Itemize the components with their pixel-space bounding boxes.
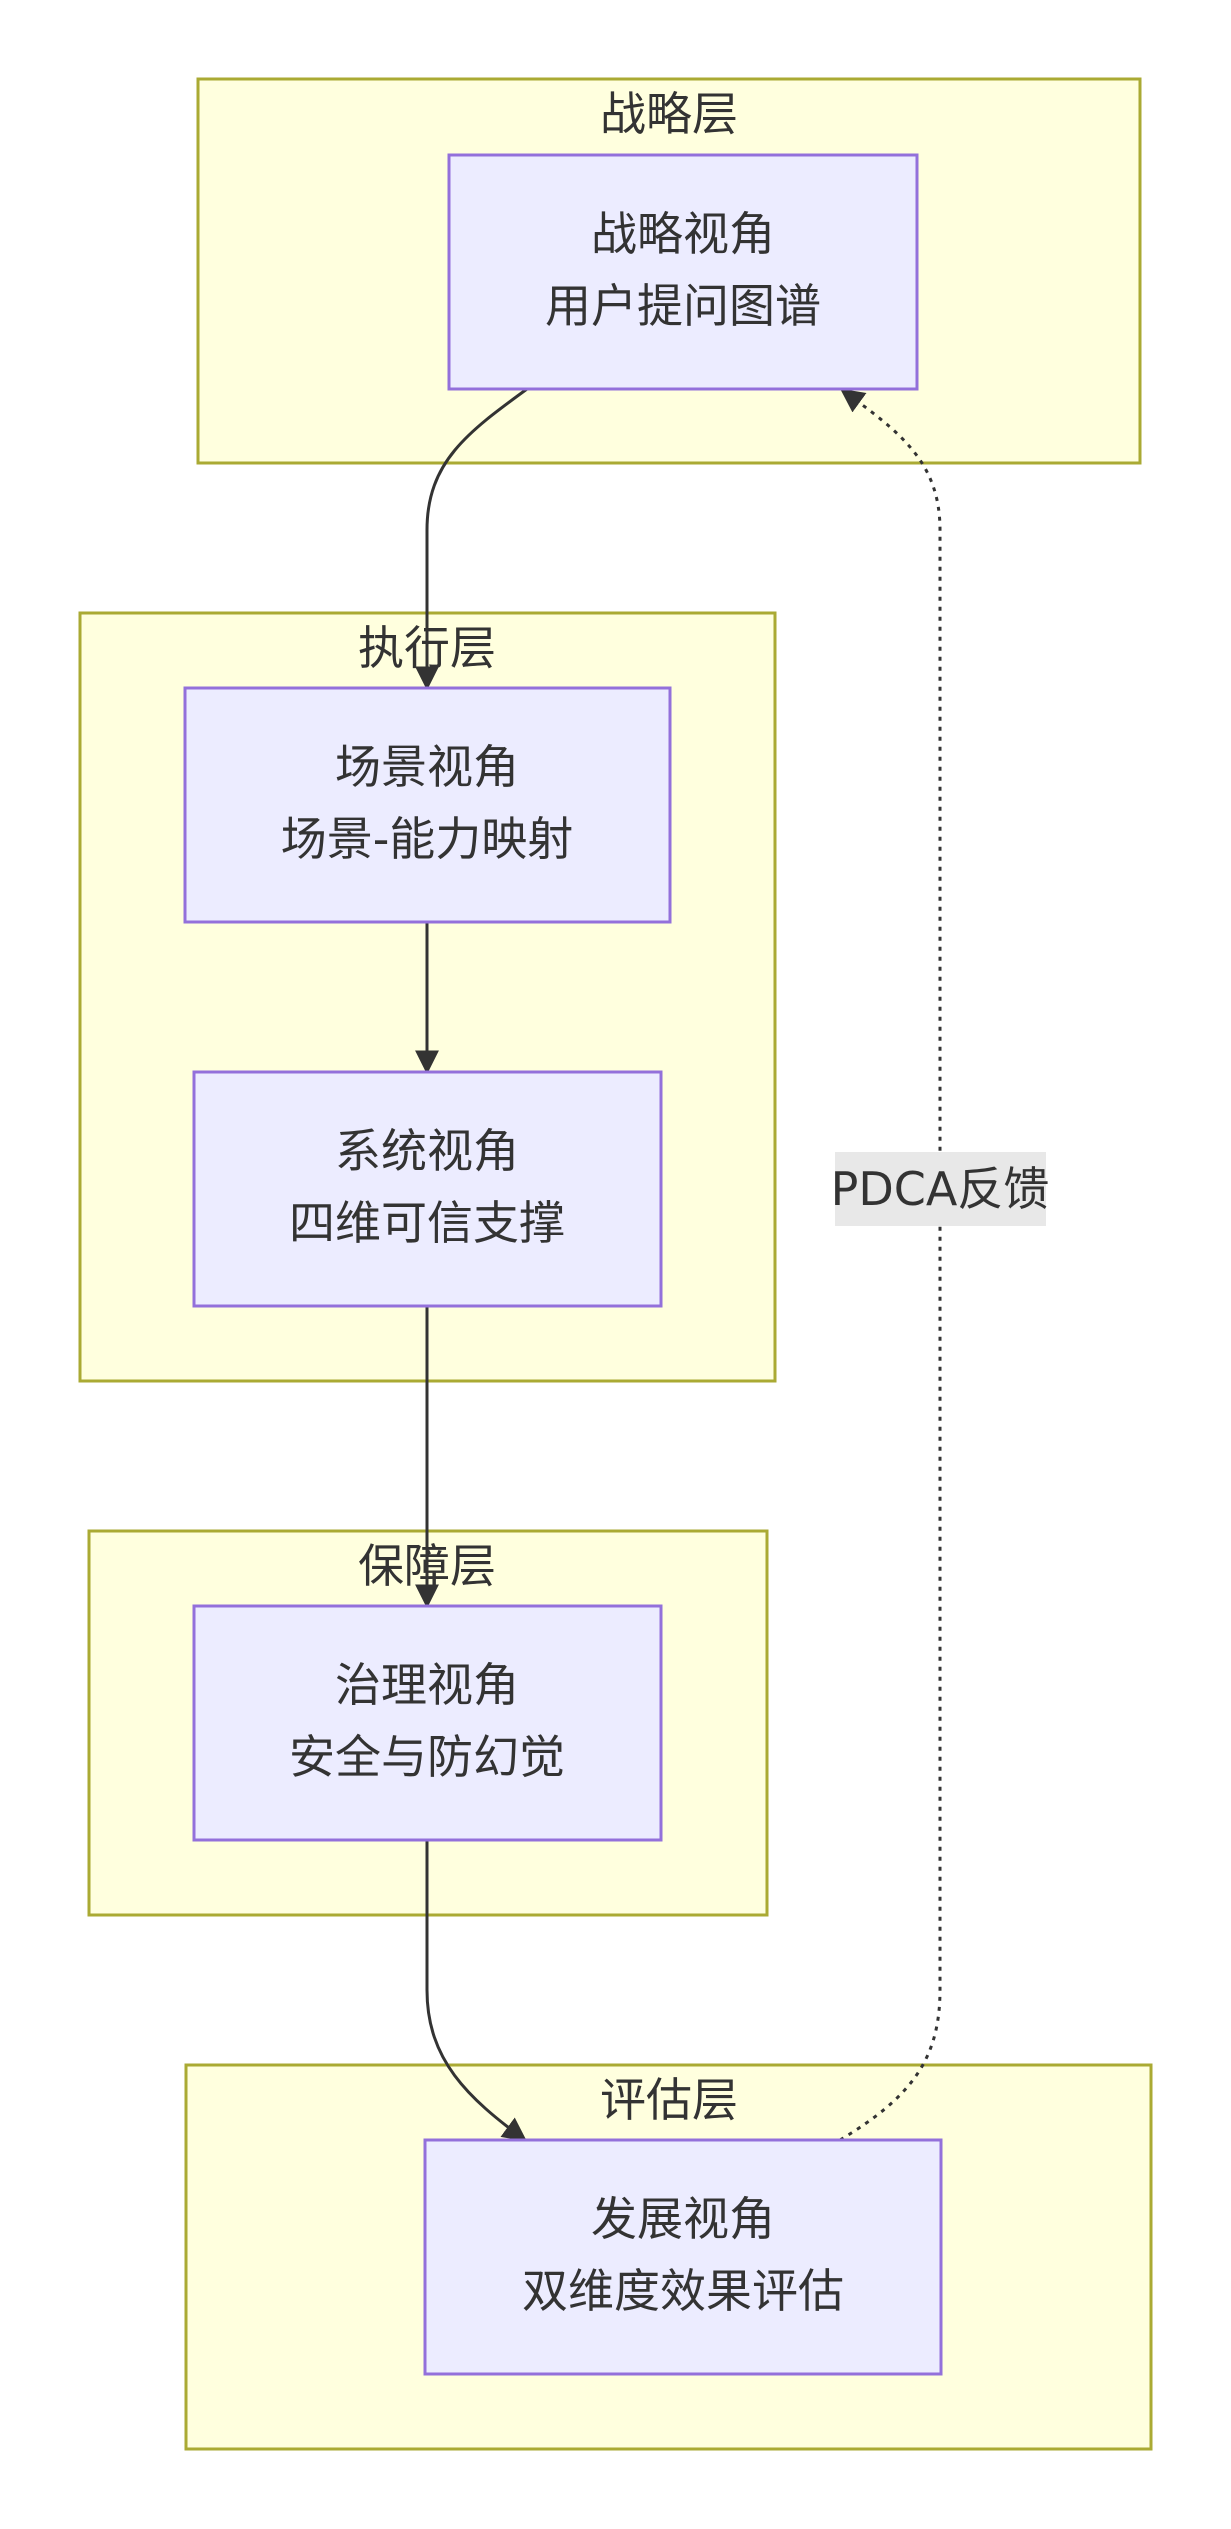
node-development-view-box bbox=[423, 2138, 943, 2376]
edge-governance-to-development bbox=[425, 1840, 527, 2142]
node-scenario-view[interactable]: 场景视角 场景-能力映射 bbox=[183, 686, 672, 924]
node-strategic-view-line1: 战略视角 bbox=[591, 207, 775, 261]
node-scenario-view-box bbox=[183, 686, 672, 924]
node-scenario-view-line1: 场景视角 bbox=[335, 740, 519, 794]
node-development-view[interactable]: 发展视角 双维度效果评估 bbox=[423, 2138, 943, 2376]
node-development-view-line1: 发展视角 bbox=[591, 2192, 775, 2246]
node-development-view-line2: 双维度效果评估 bbox=[522, 2264, 844, 2318]
node-system-view-line2: 四维可信支撑 bbox=[289, 1196, 565, 1250]
node-system-view[interactable]: 系统视角 四维可信支撑 bbox=[192, 1070, 663, 1308]
node-governance-view-box bbox=[192, 1604, 663, 1842]
edge-feedback-pdca bbox=[839, 388, 942, 2142]
edge-feedback-label-group: PDCA反馈 bbox=[831, 1152, 1050, 1226]
node-strategic-view-box bbox=[447, 153, 919, 391]
node-governance-view[interactable]: 治理视角 安全与防幻觉 bbox=[192, 1604, 663, 1842]
node-governance-view-line2: 安全与防幻觉 bbox=[289, 1730, 565, 1784]
edge-strategic-to-scenario bbox=[415, 387, 528, 691]
node-system-view-line1: 系统视角 bbox=[335, 1124, 519, 1178]
node-strategic-view[interactable]: 战略视角 用户提问图谱 bbox=[447, 153, 919, 391]
node-strategic-view-line2: 用户提问图谱 bbox=[545, 279, 821, 333]
cluster-strategy-title: 战略层 bbox=[600, 87, 738, 141]
cluster-evaluation-title: 评估层 bbox=[600, 2073, 738, 2127]
node-scenario-view-line2: 场景-能力映射 bbox=[281, 812, 574, 866]
node-system-view-box bbox=[192, 1070, 663, 1308]
edge-feedback-label: PDCA反馈 bbox=[831, 1162, 1050, 1216]
node-governance-view-line1: 治理视角 bbox=[335, 1658, 519, 1712]
edge-feedback-label-bg bbox=[835, 1152, 1046, 1226]
